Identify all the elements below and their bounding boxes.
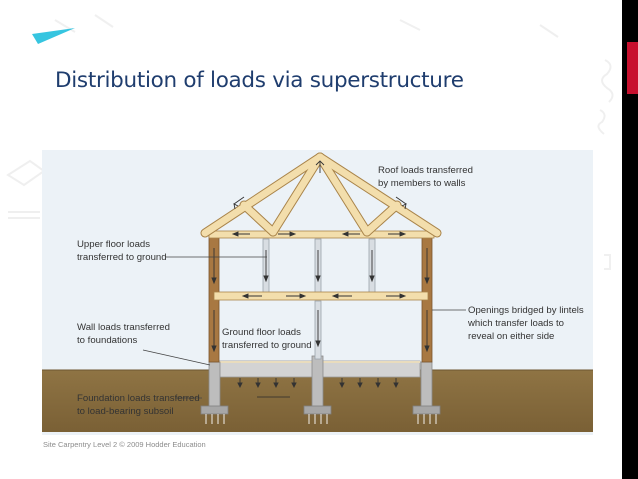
copyright-credit: Site Carpentry Level 2 © 2009 Hodder Edu… <box>43 440 206 449</box>
openings-label-line-2: which transfer loads to <box>467 318 564 329</box>
upper-floor-label-line-2: transferred to ground <box>77 252 167 263</box>
upper-floor-label-line-1: Upper floor loads <box>77 239 150 250</box>
openings-label: Openings bridged by lintels which transf… <box>467 305 586 342</box>
foundation-label-line-1: Foundation loads transferred <box>77 393 200 404</box>
upper-floor-label: Upper floor loads transferred to ground <box>77 239 167 263</box>
foundation-label-line-2: to load-bearing subsoil <box>77 406 174 417</box>
wall-label-line-1: Wall loads transferred <box>77 322 170 333</box>
cyan-swoosh <box>32 28 75 44</box>
wall-label-line-2: to foundations <box>77 335 137 346</box>
ground-floor-label-line-1: Ground floor loads <box>222 327 301 338</box>
foundations <box>200 355 441 415</box>
wall-label: Wall loads transferred to foundations <box>77 322 173 346</box>
openings-label-line-3: reveal on either side <box>468 331 554 342</box>
red-accent-tab <box>627 42 638 94</box>
roof-label: Roof loads transferred by members to wal… <box>378 165 476 189</box>
slide-title: Distribution of loads via superstructure <box>55 68 464 93</box>
load-arrows <box>205 160 437 424</box>
openings-label-line-1: Openings bridged by lintels <box>468 305 584 316</box>
foundation-label: Foundation loads transferred to load-bea… <box>77 393 202 417</box>
leader-lines <box>142 256 466 399</box>
roof-label-line-2: by members to walls <box>378 178 466 189</box>
roof-truss <box>200 152 442 238</box>
roof-label-line-1: Roof loads transferred <box>378 165 473 176</box>
right-side-bar <box>622 0 638 479</box>
ground-floor-label: Ground floor loads transferred to ground <box>222 327 312 351</box>
diagram-labels: Roof loads transferred by members to wal… <box>77 165 586 417</box>
ground-floor-label-line-2: transferred to ground <box>222 340 312 351</box>
